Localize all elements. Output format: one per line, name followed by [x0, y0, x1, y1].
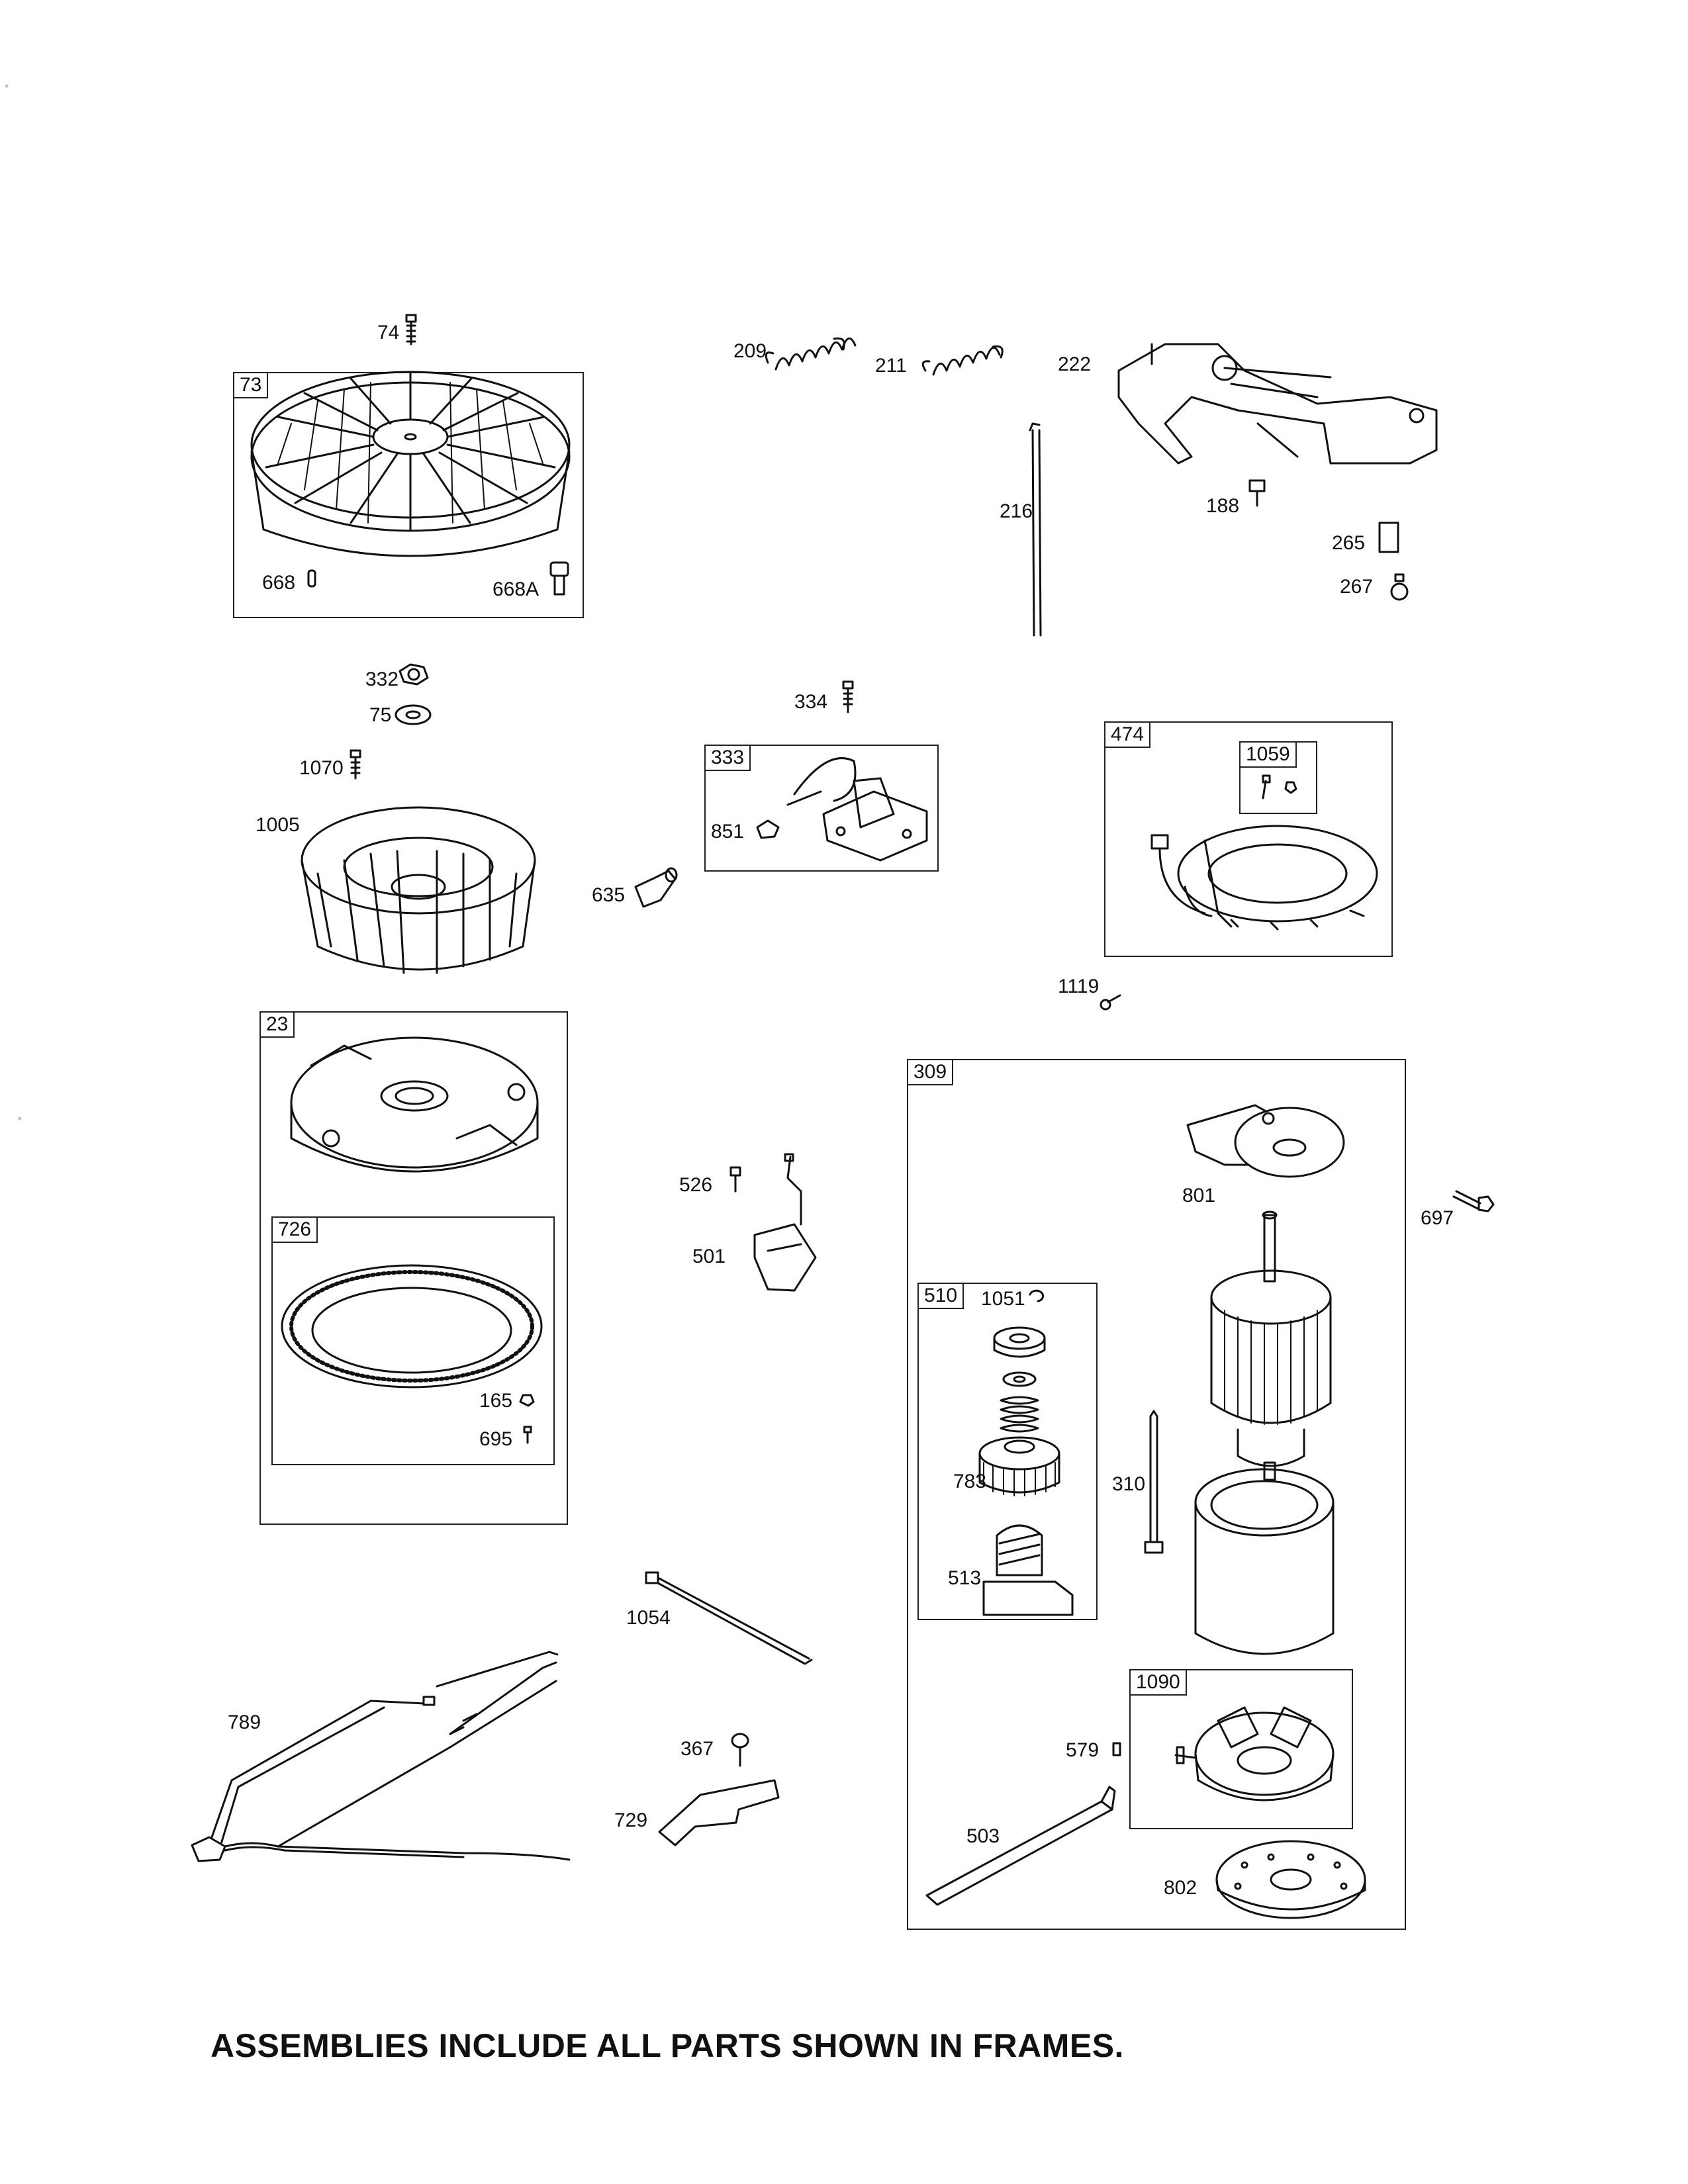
label-1070: 1070	[299, 757, 344, 779]
clip-265-icon	[1380, 523, 1398, 552]
frame-333: 333	[704, 745, 939, 872]
frame-1059: 1059	[1239, 741, 1317, 814]
screw-334-icon	[843, 682, 853, 712]
terminal-851-icon	[757, 821, 778, 838]
frame-309: 309	[907, 1059, 1406, 1930]
frame-726: 726	[271, 1216, 555, 1465]
flywheel-plate-23-icon	[291, 1038, 538, 1171]
screw-188-icon	[1250, 480, 1264, 506]
frame-1090-label: 1090	[1131, 1670, 1187, 1696]
screw-668a-icon	[551, 563, 568, 594]
plate-729-icon	[659, 1780, 778, 1845]
label-165: 165	[479, 1390, 513, 1412]
frame-23: 23	[259, 1011, 568, 1525]
label-503: 503	[966, 1825, 1000, 1847]
bolt-74-icon	[406, 315, 416, 344]
frame-510-label: 510	[919, 1284, 964, 1309]
spring-209-icon	[766, 338, 855, 369]
frame-510: 510	[917, 1283, 1098, 1620]
label-211: 211	[875, 355, 907, 377]
screw-267-icon	[1391, 574, 1407, 600]
frame-333-label: 333	[706, 746, 751, 771]
alternator-stator-474-icon	[1152, 826, 1377, 929]
label-789: 789	[228, 1711, 261, 1733]
label-783: 783	[953, 1471, 987, 1492]
label-697: 697	[1421, 1207, 1454, 1229]
link-rod-216-icon	[1030, 424, 1041, 635]
brush-clip-501-icon	[755, 1154, 816, 1291]
label-265: 265	[1332, 532, 1366, 554]
screw-695-icon	[524, 1427, 531, 1443]
label-501: 501	[692, 1246, 726, 1267]
motor-housing-icon	[1196, 1469, 1333, 1654]
frame-1059-label: 1059	[1241, 743, 1297, 768]
frame-474-label: 474	[1105, 723, 1151, 748]
nut-165-icon	[520, 1395, 534, 1406]
label-579: 579	[1066, 1739, 1100, 1761]
brush-holder-1090-icon	[1176, 1707, 1333, 1800]
label-188: 188	[1206, 495, 1240, 517]
label-310: 310	[1112, 1473, 1146, 1495]
bolt-1070-icon	[351, 751, 360, 778]
label-801: 801	[1182, 1185, 1216, 1206]
washer-75-icon	[396, 705, 430, 724]
nut-332-icon	[400, 664, 428, 684]
bolt-697-icon	[1454, 1191, 1493, 1211]
assemblies-note: ASSEMBLIES INCLUDE ALL PARTS SHOWN IN FR…	[211, 2027, 1124, 2064]
drive-assembly-510-icon	[980, 1328, 1072, 1615]
label-526: 526	[679, 1174, 713, 1196]
pin-668-icon	[308, 570, 315, 586]
label-668a: 668A	[492, 578, 539, 600]
label-332: 332	[365, 668, 399, 690]
cable-tie-1054-icon	[646, 1572, 812, 1664]
wire-harness-789-icon	[192, 1652, 569, 1861]
brush-579-icon	[1113, 1743, 1120, 1755]
label-334: 334	[794, 691, 828, 713]
label-74: 74	[377, 322, 400, 343]
frame-474: 474	[1104, 721, 1393, 957]
frame-309-label: 309	[908, 1060, 954, 1085]
label-1005: 1005	[256, 814, 300, 836]
retaining-ring-1051-icon	[1030, 1291, 1043, 1301]
label-1051: 1051	[981, 1288, 1025, 1310]
control-bracket-222-icon	[1119, 344, 1436, 463]
strap-503-icon	[927, 1787, 1115, 1905]
screw-1119-icon	[1101, 995, 1120, 1009]
label-802: 802	[1164, 1877, 1197, 1899]
screw-526-icon	[731, 1167, 740, 1191]
screw-367-icon	[732, 1734, 748, 1766]
ignition-armature-333-icon	[788, 758, 927, 860]
label-367: 367	[680, 1738, 714, 1760]
end-cap-802-icon	[1217, 1841, 1365, 1918]
label-729: 729	[614, 1809, 648, 1831]
spark-plug-cap-635-icon	[635, 868, 677, 907]
spring-211-icon	[923, 346, 1002, 375]
armature-icon	[1211, 1212, 1331, 1480]
label-267: 267	[1340, 576, 1374, 598]
label-216: 216	[1000, 500, 1033, 522]
label-668: 668	[262, 572, 296, 594]
label-222: 222	[1058, 353, 1092, 375]
ring-gear-726-icon	[282, 1265, 541, 1387]
label-513: 513	[948, 1567, 982, 1589]
label-635: 635	[592, 884, 626, 906]
frame-23-label: 23	[261, 1013, 295, 1038]
flywheel-1005-icon	[302, 807, 535, 973]
label-1054: 1054	[626, 1607, 671, 1629]
label-75: 75	[369, 704, 392, 726]
label-209: 209	[733, 340, 767, 362]
frame-1090: 1090	[1129, 1669, 1353, 1829]
fasteners-1059-icon	[1263, 776, 1296, 798]
bracket-801-icon	[1188, 1105, 1344, 1177]
blower-housing-73-icon	[252, 372, 569, 556]
label-851: 851	[711, 821, 745, 842]
through-bolt-310-icon	[1145, 1411, 1162, 1553]
label-695: 695	[479, 1428, 513, 1450]
label-1119: 1119	[1058, 976, 1100, 997]
frame-73-label: 73	[234, 373, 269, 398]
frame-726-label: 726	[273, 1218, 318, 1243]
